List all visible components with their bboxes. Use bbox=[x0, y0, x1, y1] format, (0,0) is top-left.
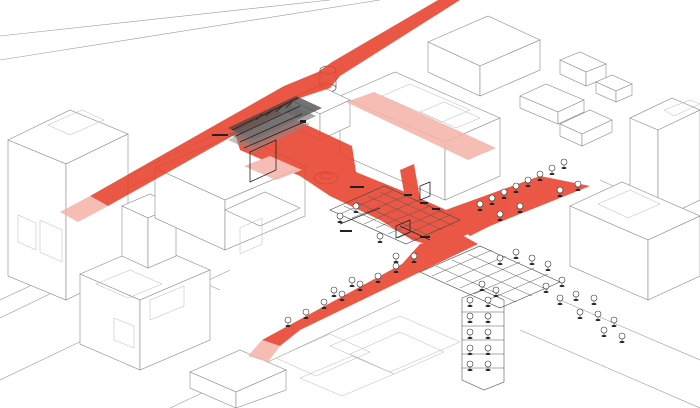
route-bottom-diagonal bbox=[262, 234, 478, 346]
trees bbox=[284, 158, 626, 371]
route-middle bbox=[230, 104, 468, 248]
block-left-lower bbox=[79, 243, 211, 371]
route-middle-fade bbox=[244, 156, 302, 180]
block-right-small-2 bbox=[559, 109, 613, 147]
terraced-stairs bbox=[228, 96, 322, 183]
block-right-small-4 bbox=[595, 74, 633, 103]
tree-group-right-lower bbox=[542, 276, 626, 343]
route-bottom-diagonal-fade bbox=[248, 340, 280, 362]
route-right-street bbox=[440, 176, 590, 236]
plaza-grid-center bbox=[329, 185, 461, 245]
block-right-small-3 bbox=[559, 51, 607, 87]
block-bottom-center bbox=[329, 315, 461, 375]
block-bottom-left bbox=[189, 333, 395, 408]
tree-group-plaza bbox=[336, 202, 552, 297]
street-furniture bbox=[212, 120, 440, 239]
route-top-diagonal-fade bbox=[60, 196, 108, 222]
block-right-mid bbox=[569, 181, 700, 301]
tower-left bbox=[7, 109, 129, 301]
route-top-diagonal bbox=[90, 0, 460, 206]
tree-group-bottom-strip bbox=[466, 296, 492, 371]
plaza-strip-bottom bbox=[461, 289, 505, 391]
tree-group-bottom-diagonal bbox=[284, 252, 418, 327]
block-right-small-1 bbox=[519, 83, 585, 125]
tree-group-right-street bbox=[476, 158, 582, 221]
route-right-fade bbox=[346, 92, 496, 160]
block-top-right bbox=[427, 15, 541, 97]
